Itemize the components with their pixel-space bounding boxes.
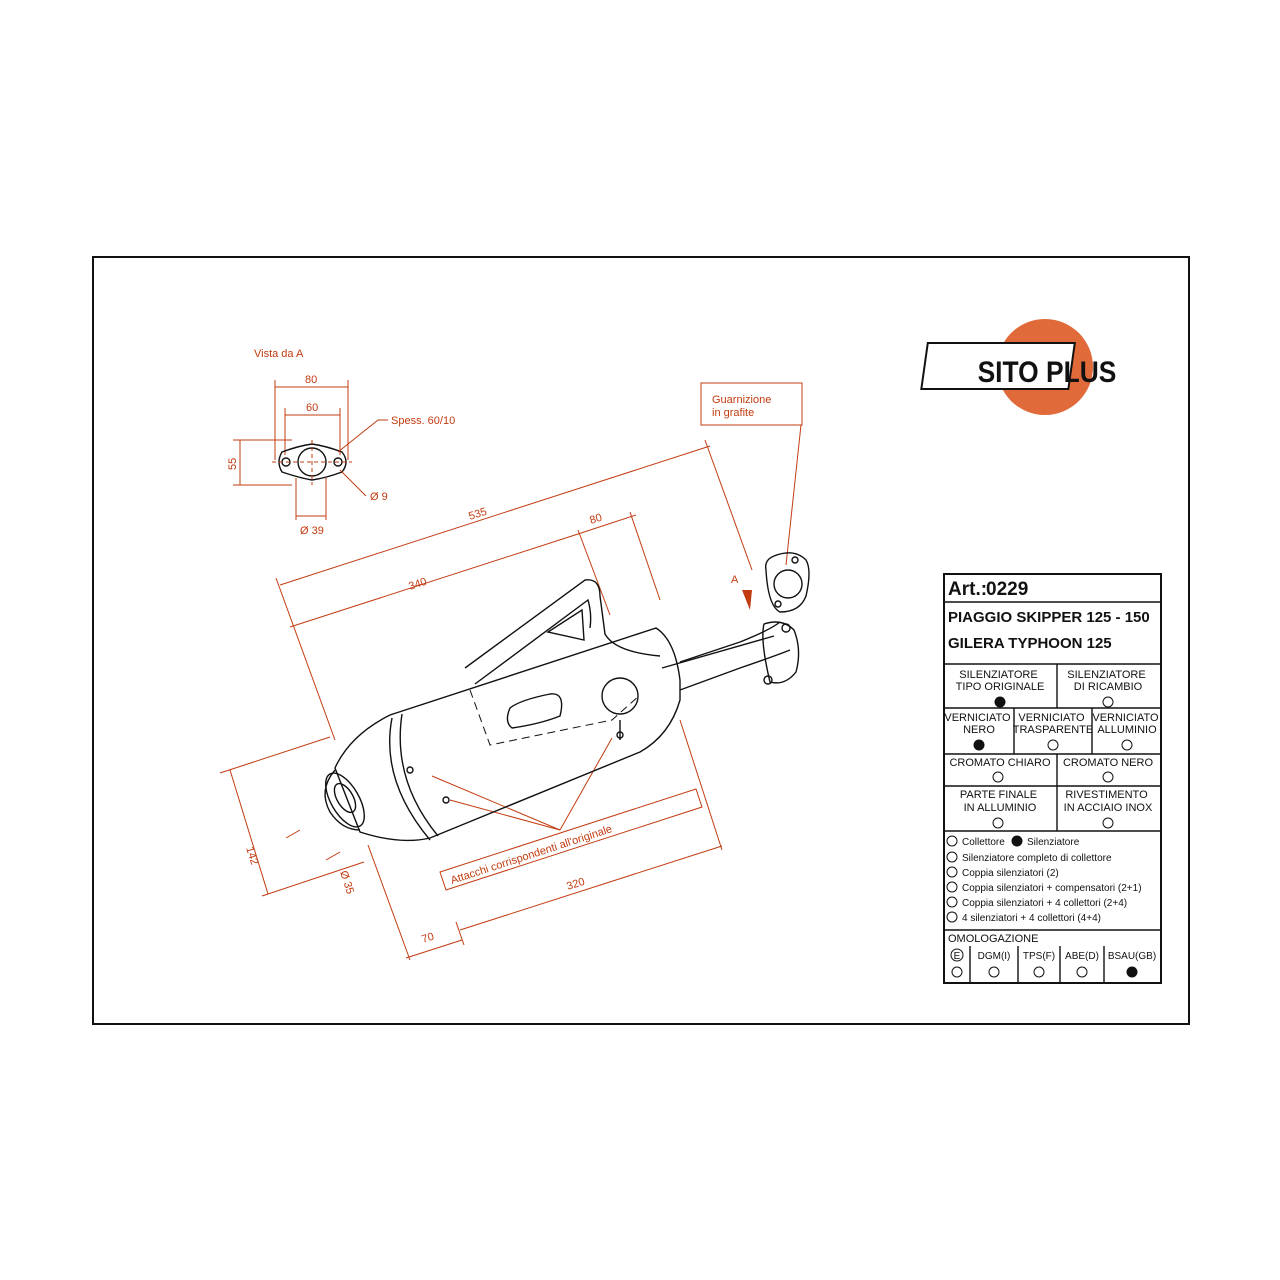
- radio-opt3[interactable]: [946, 881, 958, 893]
- vern-all-line2: ALLUMINIO: [1097, 724, 1157, 736]
- radio-vern-all[interactable]: [1121, 739, 1133, 751]
- rivest-line2: IN ACCIAIO INOX: [1064, 802, 1153, 814]
- flange-thickness: Spess. 60/10: [391, 415, 455, 427]
- opt2-label: Coppia silenziatori (2): [962, 868, 1059, 879]
- svg-text:VERNICIATO ALLUMINIO: VERNICIATO ALLUMINIO: [1092, 712, 1161, 736]
- dim-80-top: 80: [588, 512, 603, 527]
- svg-text:Guarnizione in grafite: Guarnizione in grafite: [712, 394, 774, 419]
- svg-text:SILENZIATORE DI RICAMBIO: SILENZIATORE DI RICAMBIO: [1067, 669, 1149, 693]
- flange-detail: Vista da A 80 60 55 Spess. 60/10 Ø 9: [227, 348, 455, 537]
- svg-text:VERNICIATO NERO: VERNICIATO NERO: [944, 712, 1013, 736]
- art-label: Art.:: [948, 579, 987, 600]
- drawing-frame: [92, 256, 1190, 1025]
- muffler-drawing: [324, 552, 810, 842]
- flange-dim-55: 55: [227, 458, 239, 470]
- vern-nero-line2: NERO: [963, 724, 995, 736]
- silenziatore-label: Silenziatore: [1027, 837, 1080, 848]
- radio-opt2[interactable]: [946, 866, 958, 878]
- view-title: Vista da A: [254, 348, 304, 360]
- gasket-label-line1: Guarnizione: [712, 394, 771, 406]
- radio-vern-nero[interactable]: [973, 739, 985, 751]
- hom-e-label: E: [954, 951, 961, 962]
- gasket-callout: Guarnizione in grafite: [700, 382, 803, 566]
- vern-nero-line1: VERNICIATO: [944, 712, 1011, 724]
- attachments-label: Attacchi corrispondenti all'originale: [449, 823, 613, 887]
- radio-hom-dgm[interactable]: [988, 966, 1000, 978]
- dim-70: 70: [420, 931, 435, 946]
- radio-hom-tps[interactable]: [1033, 966, 1045, 978]
- radio-collettore[interactable]: [946, 835, 958, 847]
- opt4-label: Coppia silenziatori + 4 collettori (2+4): [962, 898, 1127, 909]
- collettore-label: Collettore: [962, 837, 1005, 848]
- radio-opt4[interactable]: [946, 896, 958, 908]
- sil-ric-line2: DI RICAMBIO: [1074, 681, 1143, 693]
- crom-nero-label: CROMATO NERO: [1063, 757, 1153, 769]
- radio-crom-nero[interactable]: [1102, 771, 1114, 783]
- view-arrow-label: A: [731, 574, 739, 586]
- flange-dim-80: 80: [305, 374, 317, 386]
- parte-finale-line2: IN ALLUMINIO: [964, 802, 1037, 814]
- vern-trasp-line2: TRASPARENTE: [1013, 724, 1093, 736]
- dim-535: 535: [467, 506, 488, 523]
- radio-hom-e[interactable]: [951, 966, 963, 978]
- sito-plus-logo: SITO PLUS: [920, 319, 1117, 415]
- model-line-2: GILERA TYPHOON 125: [948, 635, 1112, 652]
- svg-text:PARTE FINALE IN ALLUMINI: PARTE FINALE IN ALLUMINIO: [960, 789, 1040, 814]
- svg-text:VERNICIATO TRASPARENTE: VERNICIATO TRASPARENTE: [1013, 712, 1093, 736]
- sil-ric-line1: SILENZIATORE: [1067, 669, 1145, 681]
- flange-dim-60: 60: [306, 402, 318, 414]
- radio-opt5[interactable]: [946, 911, 958, 923]
- dim-340: 340: [407, 576, 428, 593]
- parte-finale-line1: PARTE FINALE: [960, 789, 1037, 801]
- hom-dgm-label: DGM(I): [978, 951, 1011, 962]
- sil-orig-line1: SILENZIATORE: [959, 669, 1037, 681]
- radio-opt1[interactable]: [946, 851, 958, 863]
- dim-320: 320: [565, 876, 586, 893]
- svg-text:RIVESTIMENTO IN ACCIAIO: RIVESTIMENTO IN ACCIAIO INOX: [1064, 789, 1153, 814]
- radio-rivestimento[interactable]: [1102, 817, 1114, 829]
- omologazione-label: OMOLOGAZIONE: [948, 933, 1038, 945]
- art-number: 0229: [986, 579, 1028, 600]
- radio-sil-ric[interactable]: [1102, 696, 1114, 708]
- radio-crom-chiaro[interactable]: [992, 771, 1004, 783]
- crom-chiaro-label: CROMATO CHIARO: [949, 757, 1050, 769]
- radio-silenziatore[interactable]: [1011, 835, 1023, 847]
- opt5-label: 4 silenziatori + 4 collettori (4+4): [962, 913, 1101, 924]
- hom-abe-label: ABE(D): [1065, 951, 1099, 962]
- flange-bore: Ø 39: [300, 525, 324, 537]
- dim-142: 142: [243, 845, 260, 866]
- gasket-label-line2: in grafite: [712, 407, 754, 419]
- dim-tip: Ø 35: [337, 869, 356, 895]
- opt3-label: Coppia silenziatori + compensatori (2+1): [962, 883, 1142, 894]
- opt1-label: Silenziatore completo di collettore: [962, 853, 1112, 864]
- hom-tps-label: TPS(F): [1023, 951, 1055, 962]
- model-line-1: PIAGGIO SKIPPER 125 - 150: [948, 609, 1150, 626]
- logo-text: SITO PLUS: [978, 354, 1117, 388]
- spec-table: Art.: 0229 PIAGGIO SKIPPER 125 - 150 GIL…: [943, 573, 1162, 984]
- sil-orig-line2: TIPO ORIGINALE: [956, 681, 1045, 693]
- hom-bsau-label: BSAU(GB): [1108, 951, 1156, 962]
- dimension-lines: 535 340 80 142 Ø 35 320 70 Attacchi corr…: [219, 439, 753, 961]
- radio-vern-trasp[interactable]: [1047, 739, 1059, 751]
- radio-hom-bsau[interactable]: [1126, 966, 1138, 978]
- flange-hole: Ø 9: [370, 491, 388, 503]
- vern-trasp-line1: VERNICIATO: [1018, 712, 1085, 724]
- radio-hom-abe[interactable]: [1076, 966, 1088, 978]
- rivest-line1: RIVESTIMENTO: [1065, 789, 1148, 801]
- radio-parte-finale[interactable]: [992, 817, 1004, 829]
- svg-text:SILENZIATORE TIPO ORIGIN: SILENZIATORE TIPO ORIGINALE: [956, 669, 1045, 693]
- radio-sil-orig[interactable]: [994, 696, 1006, 708]
- vern-all-line1: VERNICIATO: [1092, 712, 1159, 724]
